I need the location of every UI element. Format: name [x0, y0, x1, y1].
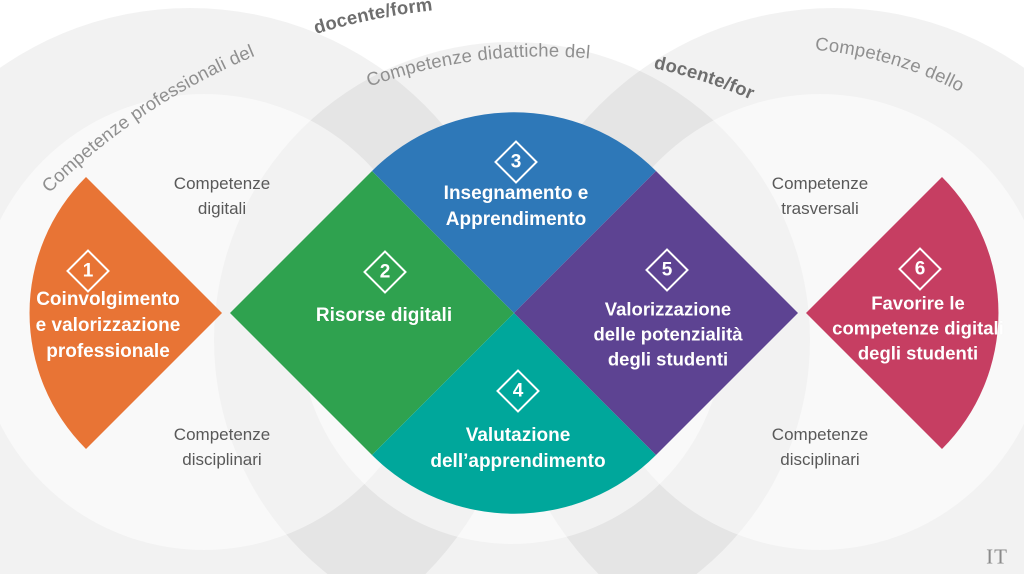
area-6-label: Favorire le competenze digitali degli st… — [832, 292, 1004, 364]
competence-label-disciplinari-right: Competenze disciplinari — [771, 425, 869, 469]
area-5-badge: 5 — [645, 248, 689, 292]
language-tag: IT — [986, 544, 1008, 569]
area-2-badge: 2 — [363, 250, 407, 294]
area-2-label: Risorse digitali — [315, 305, 453, 326]
area-4-label: Valutazione dell’apprendimento — [430, 425, 606, 472]
area-6-number: 6 — [914, 258, 926, 279]
area-3-label: Insegnamento e Apprendimento — [443, 183, 589, 230]
area-3-badge: 3 — [494, 140, 538, 184]
competence-label-disciplinari-left: Competenze disciplinari — [173, 425, 271, 469]
competence-label-trasversali: Competenze trasversali — [771, 174, 869, 218]
competence-label-digitali: Competenze digitali — [173, 174, 271, 218]
area-5-label: Valorizzazione delle potenzialità degli … — [593, 298, 743, 370]
area-1-label: Coinvolgimento e valorizzazione professi… — [35, 289, 181, 362]
area-1-number: 1 — [82, 260, 94, 281]
area-4-number: 4 — [512, 380, 524, 401]
area-6-shape — [806, 177, 999, 449]
area-2-number: 2 — [379, 261, 391, 282]
area-5-number: 5 — [661, 259, 673, 280]
area-3-shape — [372, 112, 656, 313]
area-6-badge: 6 — [898, 247, 942, 291]
area-1-shape — [29, 177, 223, 449]
area-3-number: 3 — [510, 151, 522, 172]
competence-areas — [29, 112, 999, 514]
area-5-shape — [514, 171, 798, 455]
area-4-badge: 4 — [496, 369, 540, 413]
area-4-shape — [372, 313, 656, 514]
